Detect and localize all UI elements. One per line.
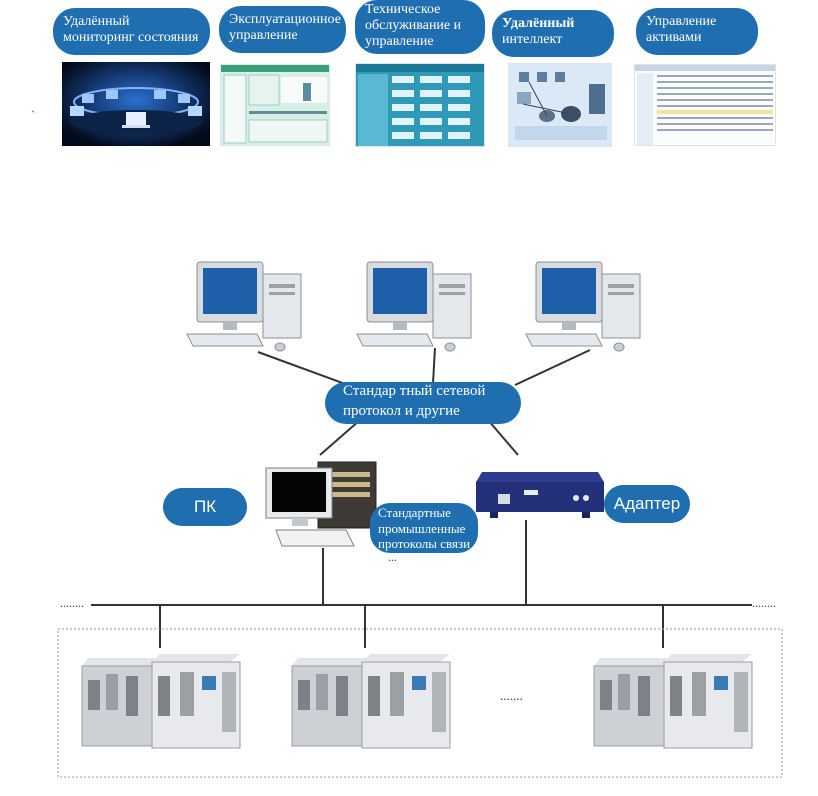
pc-label: ПК <box>163 488 247 526</box>
feature-asset-management: Управление активами <box>636 8 758 55</box>
drive-cabinet-group <box>81 654 241 749</box>
cabinet-ellipsis: ....... <box>500 688 523 703</box>
feature-maintenance-management: Техническое обслуживание и управление <box>355 0 485 54</box>
drive-cabinet-group <box>593 654 753 749</box>
drive-cabinet-group <box>291 654 451 749</box>
adapter-device-icon <box>476 472 604 518</box>
bus-ellipsis-left: ........ <box>60 596 84 610</box>
feature-label: Эксплуатационное управление <box>229 12 341 44</box>
bus-ellipsis-right: ........ <box>752 596 776 610</box>
thumbnail-maintenance-menu <box>355 63 485 147</box>
industrial-protocols-label: Стандартные промышленные протоколы связи <box>370 503 478 553</box>
protocol-label-text: Стандар тный сетевой протокол и другие <box>343 383 486 419</box>
feature-operational-management: Эксплуатационное управление <box>219 6 346 53</box>
feature-remote-monitoring: Удалённый мониторинг состояния <box>53 8 210 55</box>
feature-label: Удалённый мониторинг состояния <box>63 14 199 46</box>
feature-label: Управление активами <box>646 14 717 46</box>
industrial-label-text: Стандартные промышленные протоколы связи <box>378 505 471 552</box>
pc-label-text: ПК <box>193 497 217 516</box>
workstation-icon <box>356 261 472 352</box>
adapter-label: Адаптер <box>604 485 690 523</box>
feature-label-bold: Удалённый <box>502 16 575 31</box>
thumbnail-intelligence-scheme <box>508 63 612 147</box>
network-protocol-label: Стандар тный сетевой протокол и другие <box>325 382 521 424</box>
feature-label: Техническое обслуживание и управление <box>365 2 462 50</box>
adapter-label-text: Адаптер <box>613 494 681 513</box>
feature-label: интеллект <box>502 32 563 48</box>
thumbnail-asset-table <box>634 64 776 146</box>
thumbnail-monitoring-room <box>62 62 210 146</box>
workstation-icon <box>525 261 641 352</box>
thumbnail-operation-screen <box>220 64 330 146</box>
stray-mark: ` <box>31 108 35 122</box>
industrial-ellipsis: ... <box>388 550 397 564</box>
feature-remote-intelligence: Удалённый интеллект <box>492 10 614 57</box>
pc-icon <box>265 461 377 547</box>
workstation-icon <box>186 261 302 352</box>
